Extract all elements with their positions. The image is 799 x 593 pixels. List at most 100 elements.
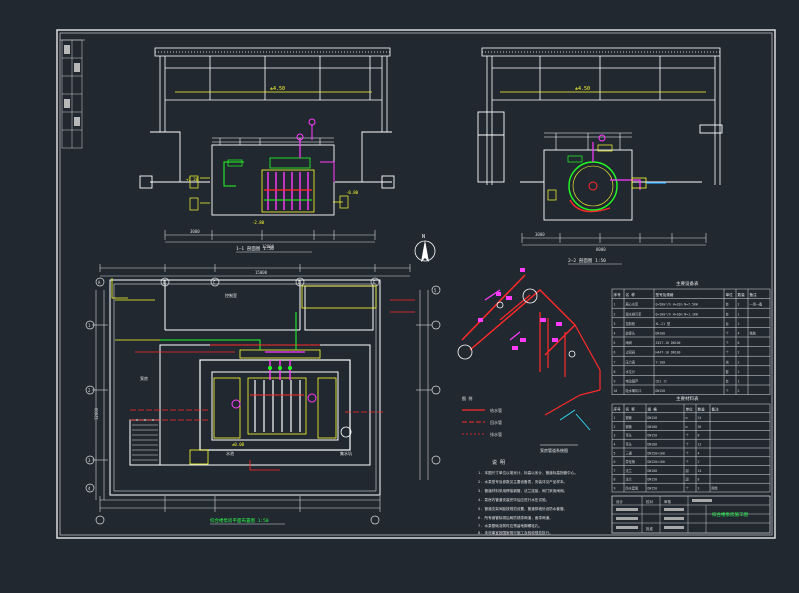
north-label: N	[422, 234, 425, 240]
plan-pipe-runs	[111, 278, 415, 471]
table-cell: 副	[686, 468, 689, 473]
room-label-pump: 泵房	[140, 375, 148, 381]
equipment-table-title: 主要设备表	[676, 280, 699, 287]
roof-level-label: ±4.50	[270, 86, 285, 92]
table-cell: 3	[614, 434, 616, 438]
plan-view[interactable]: 15000 A B C D E 1 2 3 4 5 12000	[85, 264, 441, 525]
table-cell: 副	[686, 477, 689, 482]
table-header-cell: 备注	[750, 292, 758, 297]
title-block-project: 综合楼泵房施工图	[712, 511, 748, 518]
section2-walls	[477, 111, 723, 221]
table-cell: 离心水泵	[626, 302, 640, 307]
table-cell: 2	[698, 460, 700, 464]
notes-line-8: 8. 未尽事宜按国家现行施工及验收规范执行。	[478, 530, 553, 535]
section1-annotations	[189, 159, 349, 211]
section1-dimension	[164, 230, 376, 243]
table-cell: 2	[614, 425, 616, 429]
plan-side-dimensions	[92, 290, 432, 500]
room-label-control: 控制室	[225, 292, 237, 298]
legend-item-return: 回水管	[490, 419, 502, 425]
plan-dim-height: 12000	[94, 407, 99, 420]
pump-section-2	[568, 134, 666, 213]
table-cell: 2	[738, 303, 740, 307]
axis-label-2: 2	[88, 388, 91, 393]
table-cell: 一用一备	[750, 302, 764, 307]
roof-truss	[154, 47, 391, 132]
section1-walls	[139, 131, 395, 216]
title-block-border	[611, 495, 771, 534]
table-cell: 法兰	[626, 468, 632, 473]
table-header-cell: 数量	[738, 292, 746, 297]
table-cell: 台	[726, 311, 729, 316]
table-cell: 2	[738, 360, 740, 364]
plan-title: 综合楼泵房平面布置图 1:50	[210, 517, 269, 524]
section-1-1-view[interactable]: ±4.50	[139, 47, 395, 253]
table-cell: DN150	[648, 416, 658, 420]
legend-item-supply: 给水管	[490, 407, 502, 413]
table-cell: 个	[726, 351, 730, 355]
table-cell: 1	[738, 380, 740, 384]
table-header-cell: 备注	[712, 406, 720, 411]
table-cell: 三通	[626, 450, 633, 455]
table-header-cell: 数量	[698, 406, 706, 411]
title-block-label-approve: 批准	[646, 526, 654, 531]
table-header-cell: 单位	[686, 406, 694, 411]
table-cell: 5	[614, 341, 616, 345]
notes-line-5: 5. 管道支架间距按规范设置，管道穿墙处设防水套管。	[478, 506, 567, 511]
table-cell: 套	[726, 369, 730, 374]
table-cell: 控制柜	[626, 321, 636, 326]
table-cell: 36	[698, 425, 702, 429]
table-cell: 个	[686, 443, 690, 447]
section-2-2-view[interactable]: ±4.50	[477, 47, 723, 265]
axis-label-a: A	[98, 280, 101, 285]
table-cell: 3	[614, 322, 616, 326]
equipment-table-grid	[611, 288, 771, 395]
table-cell: DN150×100	[648, 451, 665, 455]
table-cell: 10	[614, 389, 618, 393]
table-cell: 个	[726, 389, 730, 393]
table-cell: 橡胶	[750, 331, 757, 336]
table-cell: 软接头	[626, 331, 636, 336]
isometric-pipes	[461, 274, 601, 416]
design-notes[interactable]: 说 明 1. 本图尺寸单位以毫米计，标高以米计，管道标高指管中心。 2. 水泵型…	[478, 459, 578, 535]
table-cell: 法兰	[626, 477, 632, 482]
plan-yellow-outlines	[115, 285, 377, 465]
axis-label-c: C	[213, 280, 216, 285]
table-cell: 刚性	[712, 486, 719, 491]
section2-dim-total: 8000	[596, 247, 606, 252]
table-cell: Q=10m³/h H=10m N=1.1kW	[656, 312, 698, 316]
section1-dim-total: 12000	[262, 244, 275, 249]
table-cell: 个	[686, 451, 690, 455]
table-cell: DN100	[656, 332, 666, 336]
table-cell: 1	[614, 416, 616, 420]
table-header-cell: 名 称	[626, 292, 636, 297]
table-cell: DN100	[648, 443, 658, 447]
table-cell: 4	[614, 443, 616, 447]
notes-line-6: 6. 所有钢管除锈后刷防锈漆两道，面漆两道。	[478, 515, 553, 520]
title-block[interactable]: 设计 校对 审核 批准 综合楼泵房施工图	[611, 495, 771, 534]
table-header-cell: 序号	[614, 292, 622, 297]
table-cell: 6	[614, 351, 616, 355]
table-cell: 7	[614, 469, 616, 473]
table-header-cell: 名 称	[626, 406, 636, 411]
table-cell: 水位计	[626, 369, 636, 374]
notes-line-4: 4. 泵房内管道安装完毕后应进行水压试验。	[478, 497, 549, 502]
table-cell: 闸阀	[626, 340, 632, 345]
table-cell: DN100	[648, 469, 658, 473]
table-cell: 1	[738, 322, 740, 326]
railings-2	[544, 132, 632, 150]
legend[interactable]: 图 例 给水管 回水管 排水管	[462, 395, 502, 437]
table-cell: 潜水排污泵	[626, 311, 643, 316]
section2-dimension	[521, 233, 707, 246]
isometric-title: 泵房管道系统图	[540, 447, 568, 453]
plan-axis-bubbles	[85, 277, 441, 525]
table-cell: 钢管	[626, 424, 632, 429]
title-block-cells	[616, 499, 712, 529]
isometric-pipe-diagram[interactable]: 泵房管道系统图	[457, 268, 601, 453]
section1-dim-segment: 3000	[190, 229, 200, 234]
section1-title: 1—1 剖面图 1:50	[236, 245, 274, 252]
